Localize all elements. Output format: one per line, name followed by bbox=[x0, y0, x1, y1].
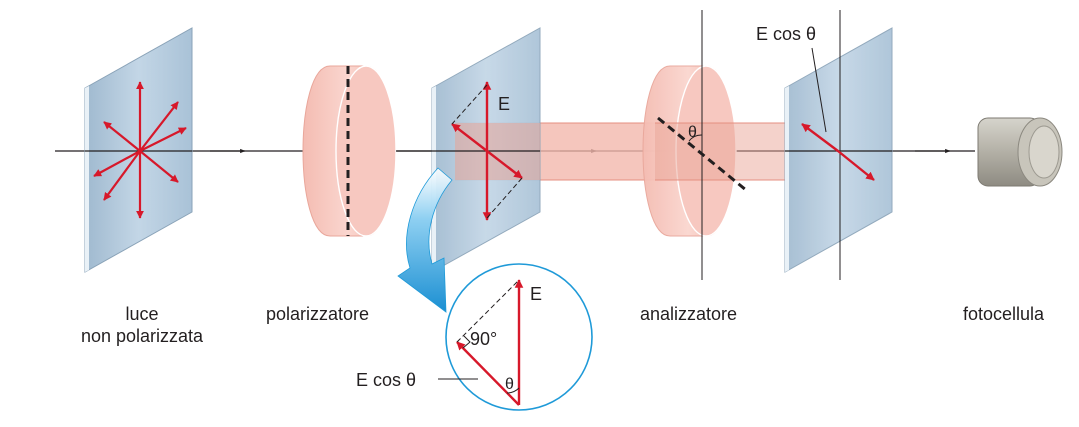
component-arrow bbox=[451, 123, 488, 152]
unpolarized-arrows bbox=[93, 81, 187, 219]
inset-vector-diagram: E 90° θ E cos θ bbox=[356, 263, 593, 411]
right-angle-label: 90° bbox=[470, 329, 497, 349]
transmitted-arrow bbox=[801, 123, 839, 152]
analyzed-plate: E cos θ bbox=[756, 10, 893, 280]
component-top-label: E cos θ bbox=[756, 24, 816, 44]
callout-arrow bbox=[397, 167, 453, 313]
polarizer-lens bbox=[302, 65, 397, 237]
unpolarized-label: luce non polarizzata bbox=[62, 303, 222, 347]
analyzer-label: analizzatore bbox=[640, 304, 738, 324]
unpolarized-plate bbox=[84, 27, 193, 273]
analyzer-lens: θ bbox=[642, 10, 785, 280]
inset-component-arrow bbox=[456, 341, 520, 406]
theta-inset-label: θ bbox=[505, 376, 514, 393]
inset-field-label: E bbox=[530, 284, 542, 304]
photocell-label: fotocellula bbox=[963, 304, 1045, 324]
unpolarized-label-line2: non polarizzata bbox=[80, 326, 204, 346]
component-pointer bbox=[811, 47, 827, 133]
photocell-device bbox=[977, 117, 1063, 187]
unpolarized-label-line1: luce bbox=[125, 304, 159, 324]
field-label: E bbox=[498, 94, 510, 114]
component-inset-label: E cos θ bbox=[356, 370, 416, 390]
polarizer-label: polarizzatore bbox=[266, 304, 370, 324]
theta-analyzer-label: θ bbox=[688, 124, 697, 141]
